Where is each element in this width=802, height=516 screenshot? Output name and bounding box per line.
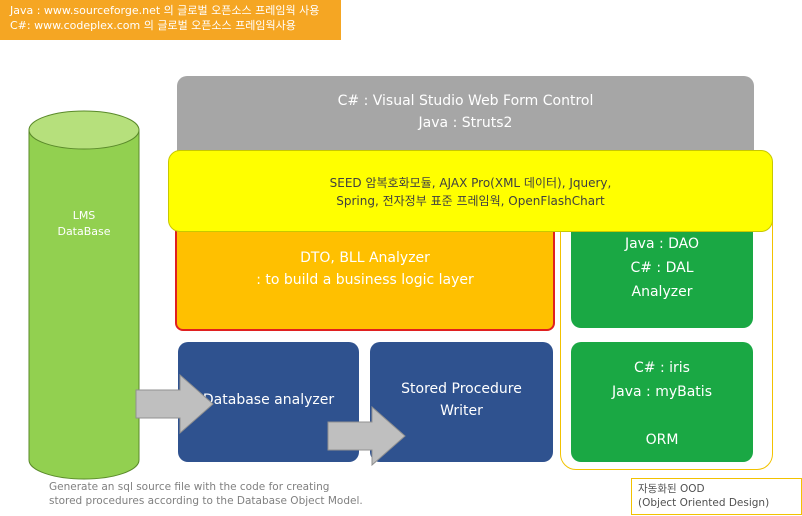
ood-label: 자동화된 OOD (Object Oriented Design) <box>631 478 802 515</box>
note-line-java: Java : www.sourceforge.net 의 글로벌 오픈소스 프레… <box>10 4 320 17</box>
framework-note: Java : www.sourceforge.net 의 글로벌 오픈소스 프레… <box>0 0 341 40</box>
dto-bll-subtitle: : to build a business logic layer <box>256 272 474 288</box>
dto-bll-analyzer-box: DTO, BLL Analyzer : to build a business … <box>175 220 555 331</box>
sp-writer-caption: Generate an sql source file with the cod… <box>49 481 363 507</box>
database-cylinder-icon <box>28 110 140 480</box>
stored-procedure-writer-box: Stored Procedure Writer <box>370 342 553 462</box>
database-label: LMS DataBase <box>57 209 111 238</box>
dao-dal-analyzer-box: Java : DAO C# : DAL Analyzer <box>571 222 753 328</box>
frameworks-line-2: Spring, 전자정부 표준 프레임웍, OpenFlashChart <box>336 194 605 208</box>
dto-bll-title: DTO, BLL Analyzer <box>300 250 430 266</box>
frameworks-box: SEED 암복호화모듈, AJAX Pro(XML 데이터), Jquery, … <box>168 150 773 232</box>
arrow-right-icon <box>327 406 406 466</box>
web-control-java: Java : Struts2 <box>418 115 513 131</box>
orm-box: C# : iris Java : myBatis ORM <box>571 342 753 462</box>
arrow-right-icon <box>135 374 214 434</box>
web-control-csharp: C# : Visual Studio Web Form Control <box>337 93 594 109</box>
note-line-csharp: C#: www.codeplex.com 의 글로벌 오픈소스 프레임웍사용 <box>10 19 296 32</box>
frameworks-line-1: SEED 암복호화모듈, AJAX Pro(XML 데이터), Jquery, <box>329 176 612 190</box>
